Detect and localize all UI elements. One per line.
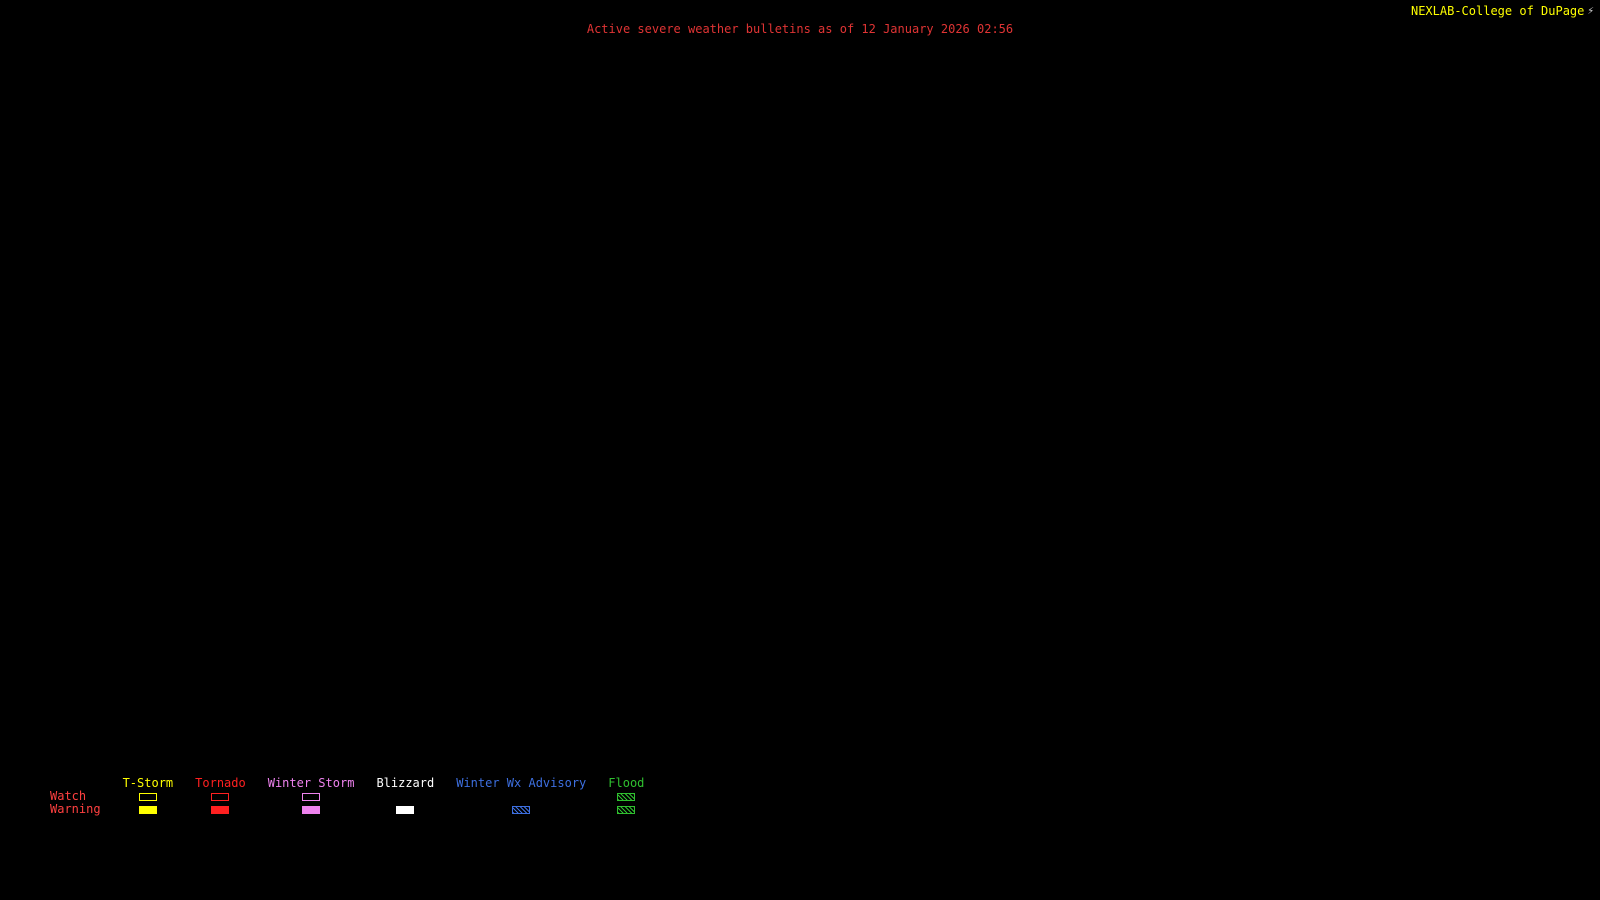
legend-label-winter-storm: Winter Storm (267, 776, 355, 790)
legend-col-tstorm: T-Storm (122, 776, 174, 816)
bulletin-title: Active severe weather bulletins as of 12… (586, 22, 1014, 36)
tstorm-warning-swatch (138, 805, 157, 814)
winter-storm-warning-swatch (302, 805, 321, 814)
watch-row-label: Watch (50, 789, 87, 803)
legend-spacer (50, 776, 101, 790)
legend-label-winter-wx-advisory: Winter Wx Advisory (456, 776, 587, 790)
tornado-warning-swatch (211, 805, 230, 814)
legend-col-flood: Flood (608, 776, 644, 816)
warning-row-label: Warning (50, 802, 101, 816)
flood-watch-swatch (617, 792, 636, 801)
legend-row-labels: Watch Warning (50, 776, 101, 816)
brand: NEXLAB-College of DuPage⚡ (1411, 4, 1594, 18)
brand-text: NEXLAB-College of DuPage (1410, 4, 1585, 18)
legend-label-tornado: Tornado (195, 776, 246, 790)
lightning-icon: ⚡ (1587, 4, 1594, 17)
legend: Watch Warning T-Storm Tornado Winter Sto… (50, 776, 644, 816)
legend-col-winter-storm: Winter Storm (267, 776, 355, 816)
legend-col-blizzard: Blizzard (376, 776, 434, 816)
winter-storm-watch-swatch (302, 792, 321, 801)
legend-label-tstorm: T-Storm (122, 776, 174, 790)
legend-label-flood: Flood (608, 776, 645, 790)
tornado-watch-swatch (211, 792, 230, 801)
tstorm-watch-swatch (138, 792, 157, 801)
winter-wx-advisory-warning-swatch (512, 805, 531, 814)
legend-col-winter-wx-advisory: Winter Wx Advisory (456, 776, 586, 816)
legend-label-blizzard: Blizzard (376, 776, 435, 790)
legend-col-tornado: Tornado (195, 776, 246, 816)
flood-warning-swatch (617, 805, 636, 814)
blizzard-warning-swatch (396, 805, 415, 814)
